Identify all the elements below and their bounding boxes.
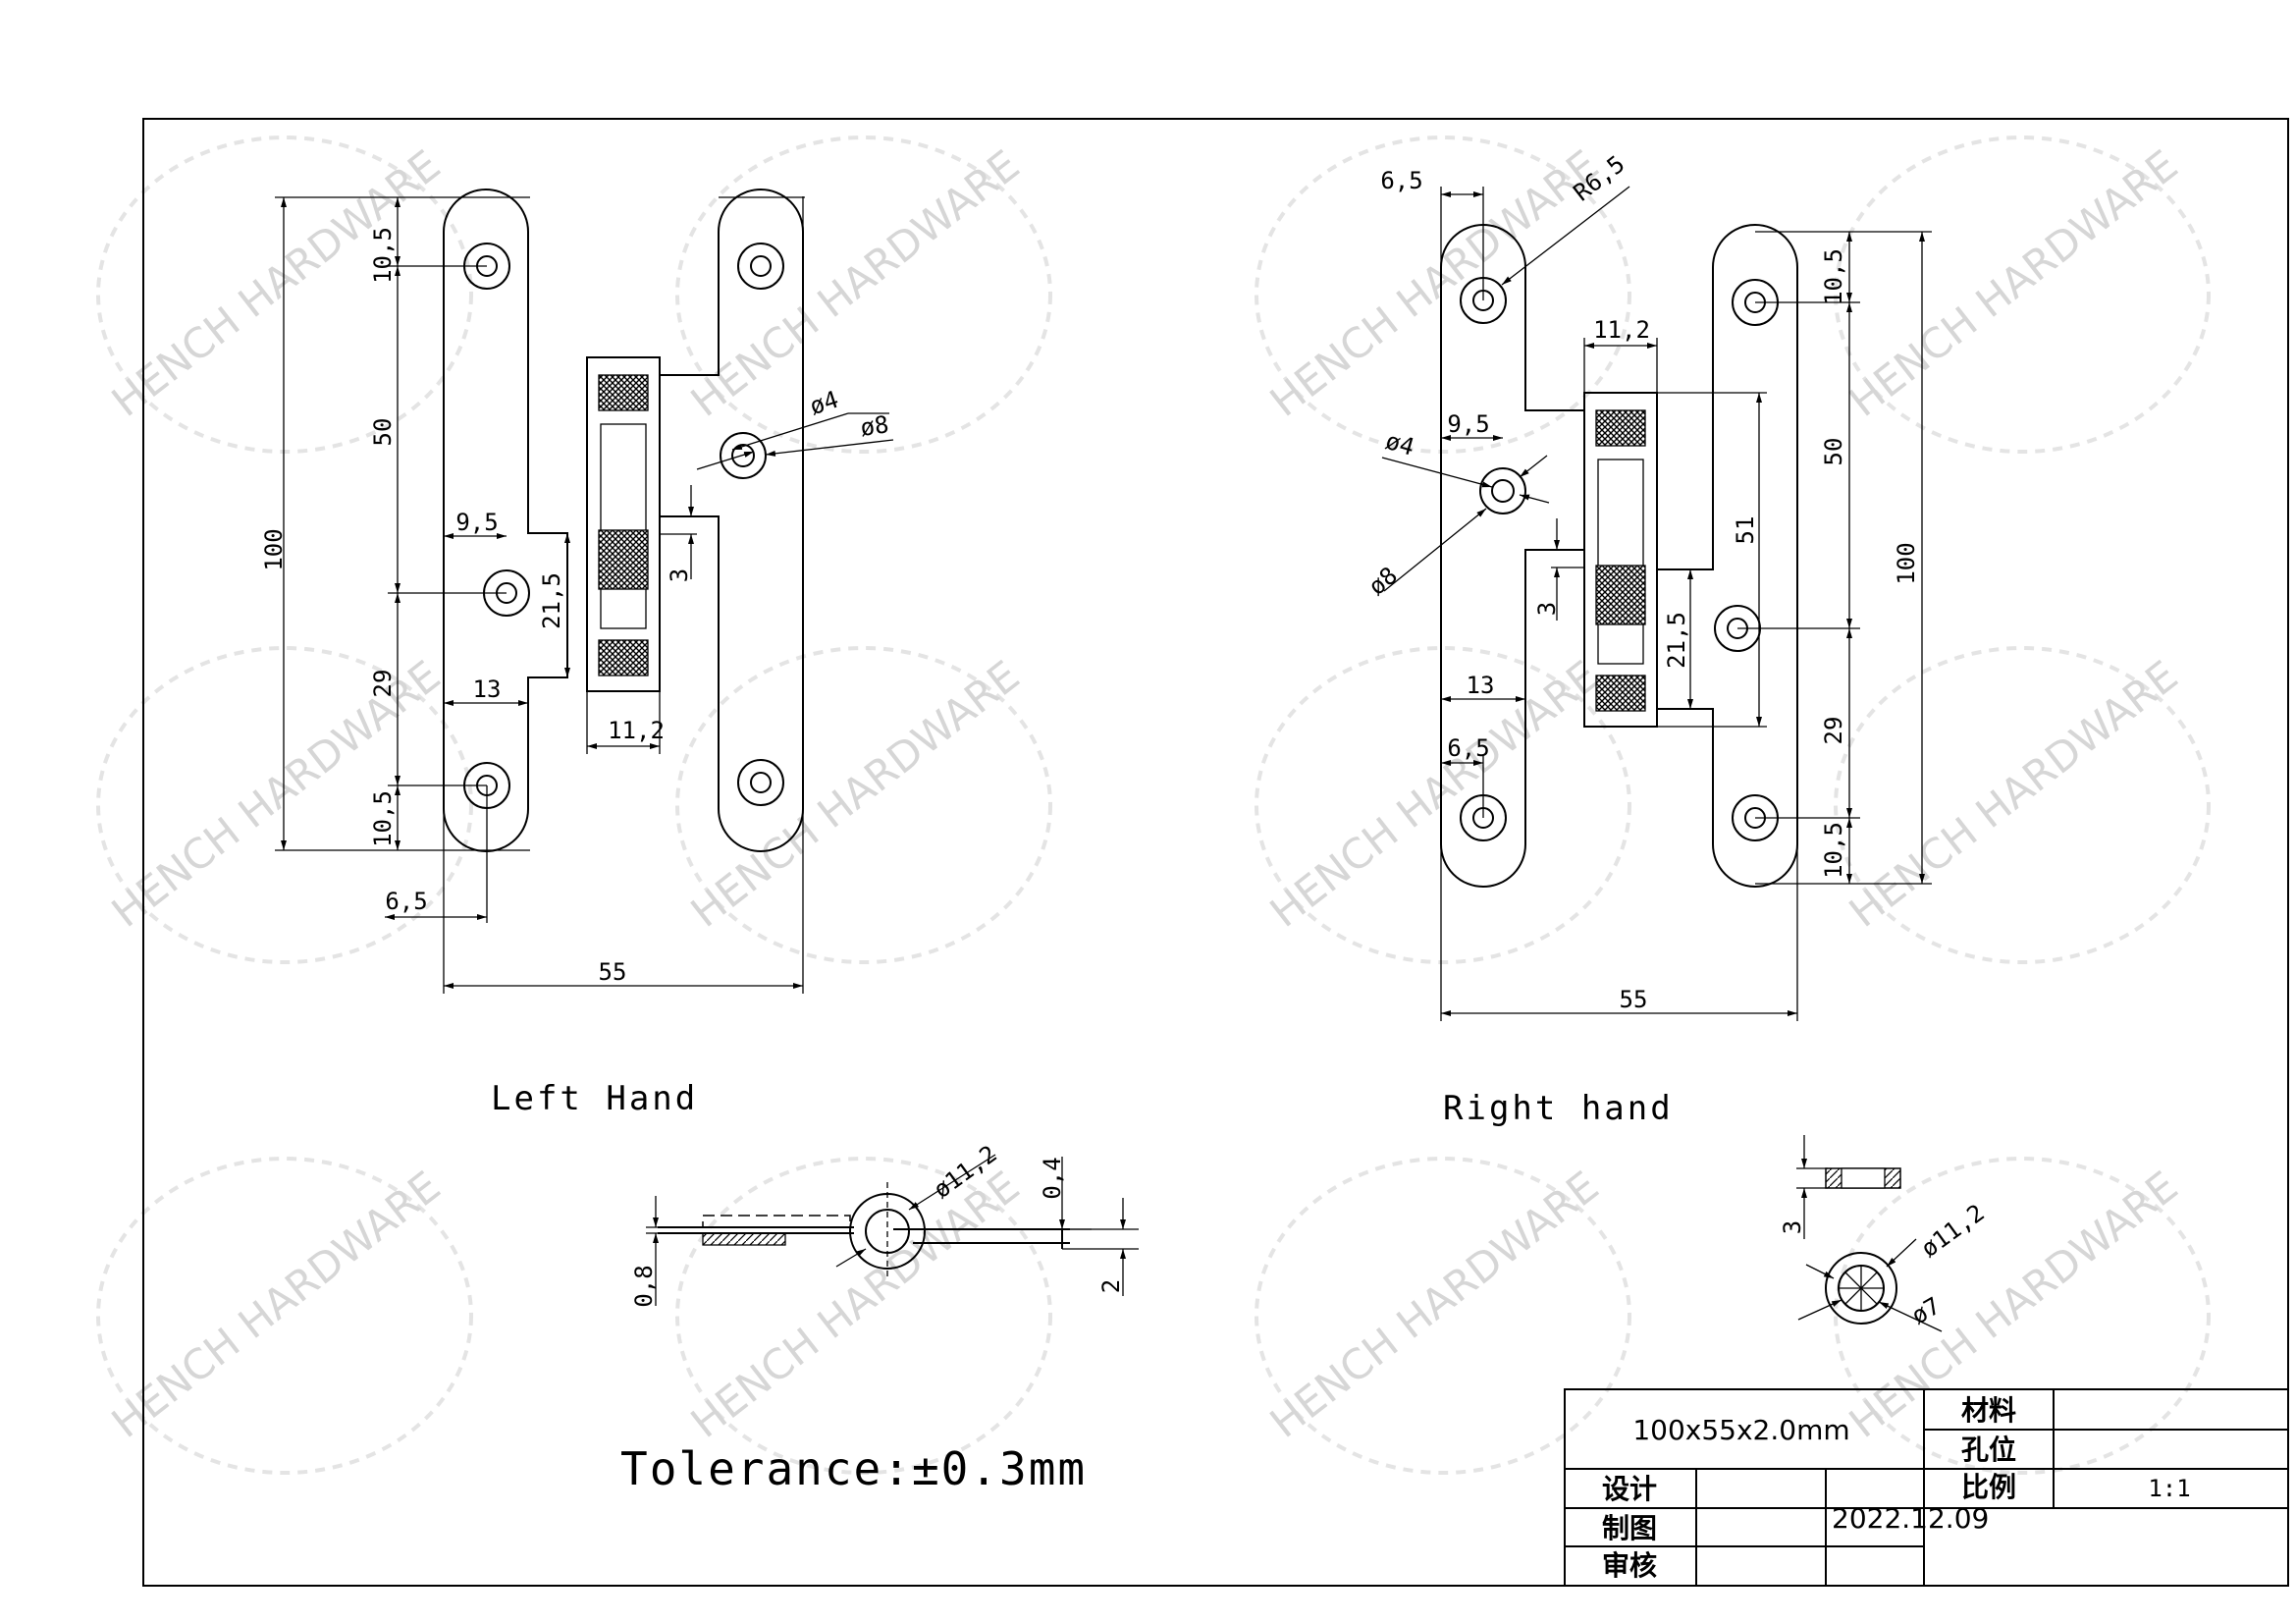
drawing-frame xyxy=(142,118,2289,1587)
left-dim-phi8: ø8 xyxy=(859,410,891,442)
scale-value: 1:1 xyxy=(2148,1475,2190,1502)
right-dim-10-5-bottom: 10,5 xyxy=(1820,822,1847,879)
left-dim-3: 3 xyxy=(666,568,693,582)
right-dim-6-5-bottom: 6,5 xyxy=(1447,734,1489,762)
watermark-ring xyxy=(675,1157,1052,1475)
right-dim-13: 13 xyxy=(1467,672,1495,699)
left-dim-55: 55 xyxy=(599,958,627,986)
watermark-text: HENCH HARDWARE xyxy=(682,140,1029,426)
left-dim-9-5: 9,5 xyxy=(455,509,498,536)
watermark-text: HENCH HARDWARE xyxy=(682,651,1029,937)
right-dim-55: 55 xyxy=(1620,986,1648,1013)
left-dim-6-5: 6,5 xyxy=(385,888,427,915)
right-dim-phi4: ø4 xyxy=(1382,427,1417,461)
right-dim-phi8: ø8 xyxy=(1363,562,1403,601)
washer-dim-3: 3 xyxy=(1779,1220,1806,1234)
left-dim-10-5-bottom: 10,5 xyxy=(369,790,397,847)
side-dim-0-4: 0,4 xyxy=(1039,1157,1066,1199)
right-hand-hinge: 6,5 R6,5 11,2 9,5 ø4 ø8 3 21,5 51 13 6,5… xyxy=(1363,150,1932,1128)
right-dim-6-5-top: 6,5 xyxy=(1380,167,1422,194)
right-dim-11-2: 11,2 xyxy=(1593,316,1650,344)
washer-dim-phi7: ø7 xyxy=(1906,1292,1945,1330)
tolerance-note: Tolerance:±0.3mm xyxy=(620,1442,1087,1495)
left-dim-50: 50 xyxy=(369,418,397,447)
left-dim-29: 29 xyxy=(369,670,397,698)
right-dim-3: 3 xyxy=(1533,602,1561,616)
watermark-ring xyxy=(1255,1157,1631,1475)
side-dim-2: 2 xyxy=(1097,1279,1125,1293)
left-dim-100: 100 xyxy=(260,528,288,570)
left-dim-21-5: 21,5 xyxy=(538,572,565,629)
watermark-ring xyxy=(675,135,1052,454)
watermark-text: HENCH HARDWARE xyxy=(1261,140,1608,426)
watermark-text: HENCH HARDWARE xyxy=(1841,651,2187,937)
watermark-text: HENCH HARDWARE xyxy=(1841,140,2187,426)
title-block-spec: 100x55x2.0mm xyxy=(1632,1414,1849,1446)
draw-date: 2022.12.09 xyxy=(1832,1502,1989,1535)
right-dim-51: 51 xyxy=(1732,516,1759,545)
right-hand-caption: Right hand xyxy=(1443,1089,1674,1128)
left-dim-phi4: ø4 xyxy=(806,386,841,421)
watermark-ring xyxy=(675,646,1052,964)
left-hand-caption: Left Hand xyxy=(491,1079,698,1118)
watermark-ring xyxy=(1255,646,1631,964)
left-dim-11-2: 11,2 xyxy=(608,717,665,744)
watermark-text: HENCH HARDWARE xyxy=(1261,651,1608,937)
scale-label: 比例 xyxy=(1961,1471,2016,1503)
side-view: ø11,2 0,4 0,8 2 xyxy=(630,1140,1139,1308)
watermark-text: HENCH HARDWARE xyxy=(682,1162,1029,1447)
side-dim-0-8: 0,8 xyxy=(630,1265,658,1307)
left-dim-10-5-top: 10,5 xyxy=(369,227,397,284)
draw-label: 制图 xyxy=(1602,1512,1657,1544)
left-dim-13: 13 xyxy=(473,676,502,703)
right-dim-21-5: 21,5 xyxy=(1663,612,1690,669)
left-hand-hinge: 100 10,5 50 29 10,5 9,5 13 6,5 55 21,5 3… xyxy=(260,189,894,1118)
right-dim-10-5-top: 10,5 xyxy=(1820,248,1847,305)
washer-detail: 3 ø11,2 ø7 xyxy=(1779,1135,1990,1332)
watermark-ring xyxy=(1834,135,2211,454)
watermark-ring xyxy=(1834,646,2211,964)
right-dim-50: 50 xyxy=(1820,438,1847,466)
watermark-ring xyxy=(96,1157,473,1475)
material-label: 材料 xyxy=(1961,1394,2016,1427)
right-dim-100: 100 xyxy=(1893,542,1920,584)
review-label: 审核 xyxy=(1602,1549,1657,1582)
title-block: 100x55x2.0mm 材料 孔位 比例 1:1 设计 制图 2022.12.… xyxy=(1564,1388,2289,1587)
design-label: 设计 xyxy=(1602,1473,1657,1505)
watermark-text: HENCH HARDWARE xyxy=(1261,1162,1608,1447)
hole-label: 孔位 xyxy=(1961,1434,2016,1466)
watermark-ring xyxy=(1834,1157,2211,1475)
right-dim-29: 29 xyxy=(1820,717,1847,745)
watermark-text: HENCH HARDWARE xyxy=(103,1162,450,1447)
washer-dim-phi11-2: ø11,2 xyxy=(1916,1199,1990,1263)
watermark-ring xyxy=(1255,135,1631,454)
right-dim-9-5: 9,5 xyxy=(1447,410,1489,438)
watermark-ring xyxy=(96,646,473,964)
